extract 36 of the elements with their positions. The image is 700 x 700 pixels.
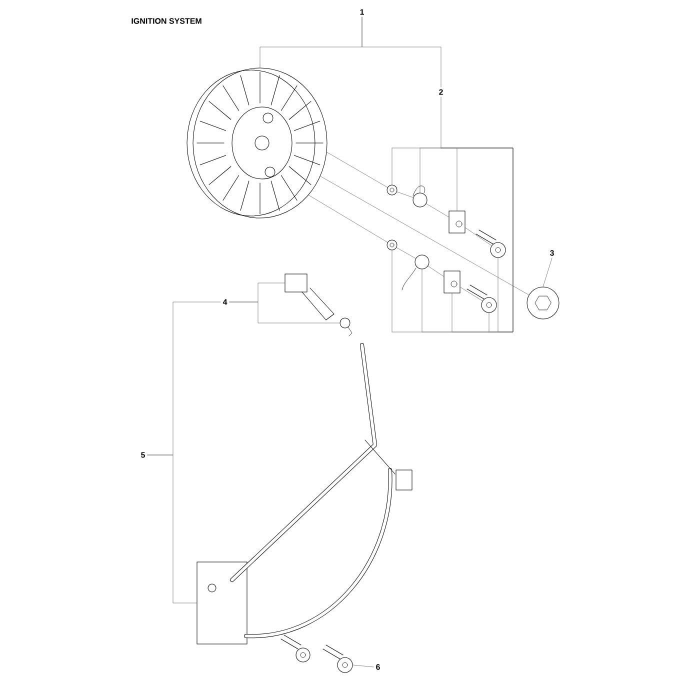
callout-number: 1 (360, 9, 364, 15)
spark-plug-cap-drawing (284, 274, 334, 320)
flywheel-drawing (186, 68, 328, 218)
leader-line (308, 194, 388, 242)
leader-line (326, 152, 388, 188)
ignition-module-drawing (196, 343, 412, 662)
leader-line (396, 247, 416, 259)
leader-line (426, 204, 449, 218)
screw-drawing (322, 644, 353, 673)
leader-line (465, 227, 492, 246)
washer-drawing (386, 184, 398, 196)
leader-line (428, 266, 444, 277)
leader-line (147, 454, 197, 604)
leader-line (396, 192, 414, 198)
callout-number: 5 (141, 452, 145, 458)
callout-number: 4 (222, 299, 228, 305)
pawl-drawing (448, 210, 466, 234)
spring-drawing (412, 186, 428, 208)
leader-line (392, 96, 514, 332)
leader-line (362, 16, 442, 88)
screw-drawing (476, 230, 506, 258)
leader-line (229, 302, 340, 324)
title: IGNITION SYSTEM (132, 18, 202, 24)
screw-drawing (466, 284, 497, 313)
spring-drawing (340, 318, 352, 336)
leader-line (320, 176, 530, 296)
callout-number: 2 (439, 89, 443, 95)
washer-drawing (386, 240, 398, 250)
leader-line (352, 664, 374, 668)
spring-drawing (402, 254, 430, 290)
leader-line (460, 286, 483, 302)
callout-number: 3 (550, 250, 554, 256)
nut-drawing (526, 286, 560, 320)
callout-number: 6 (376, 664, 380, 670)
leader-line (542, 258, 552, 287)
pawl-drawing (444, 270, 460, 294)
